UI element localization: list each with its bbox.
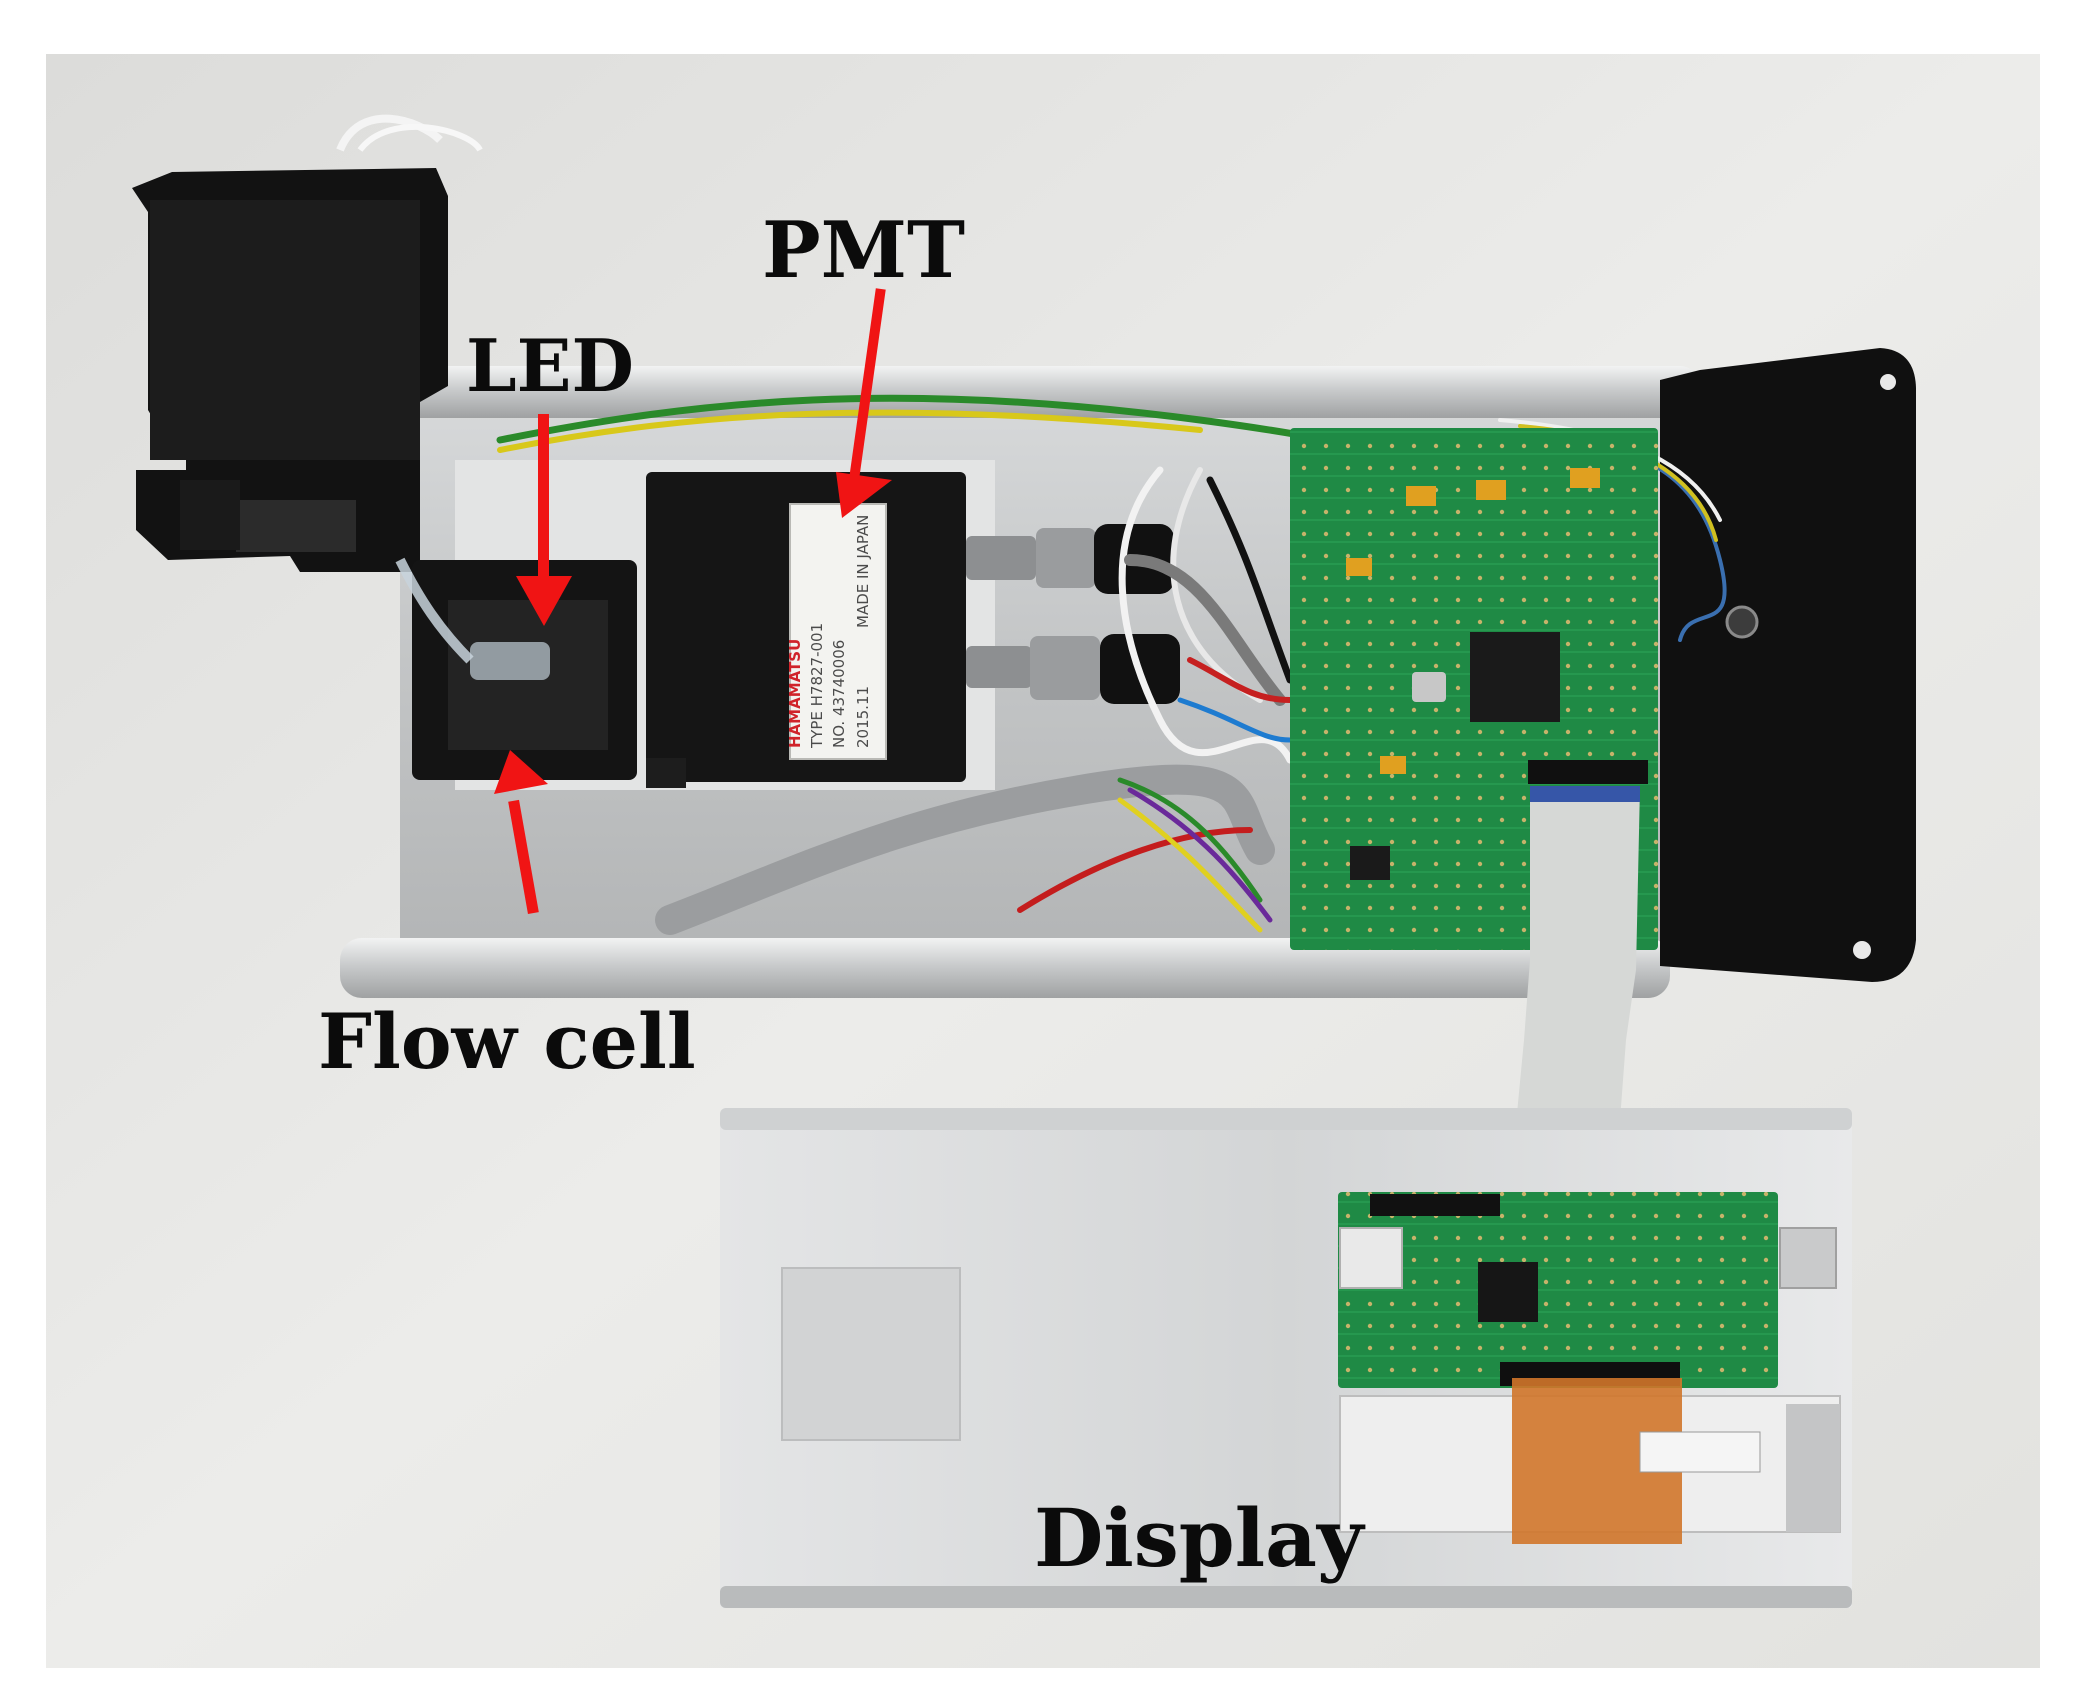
- display-label: Display: [1034, 1491, 1364, 1585]
- flow-cell-arrow: [494, 750, 548, 794]
- pmt-serial-text: NO. 43740006: [830, 640, 848, 748]
- pmt-type-text: TYPE H7827-001: [808, 623, 826, 749]
- led-arrow: [516, 576, 572, 626]
- pmt-arrow: [836, 472, 892, 518]
- pmt-date-text: 2015.11: [854, 686, 872, 748]
- led-label: LED: [466, 323, 634, 408]
- pmt-made-in-text: MADE IN JAPAN: [854, 515, 872, 628]
- pmt-label: PMT: [762, 205, 966, 296]
- arrows: [494, 288, 892, 915]
- flow-cell-label: Flow cell: [318, 997, 696, 1086]
- pmt-brand-text: HAMAMATSU: [786, 639, 804, 748]
